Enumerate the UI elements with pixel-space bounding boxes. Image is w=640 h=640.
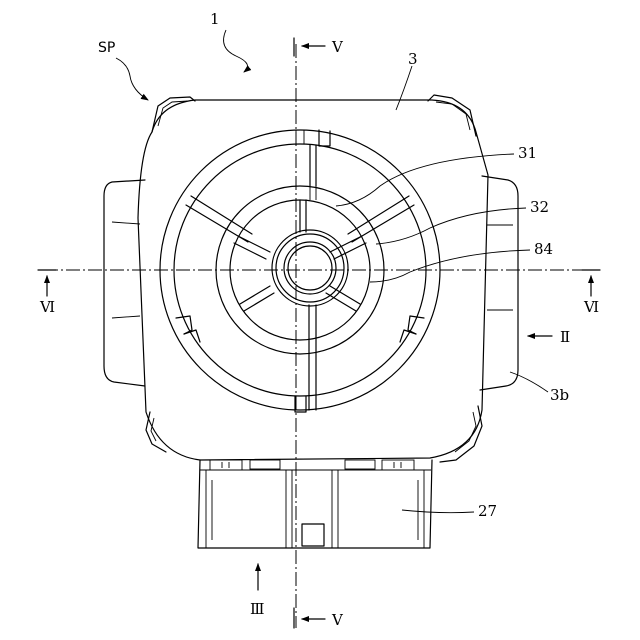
ref-3b-label: 3b bbox=[550, 386, 569, 404]
assembly-label: 1 bbox=[210, 10, 220, 28]
outer-ring bbox=[160, 130, 440, 412]
section-v-bottom-label: V bbox=[331, 611, 344, 629]
view-arrow-ii: Ⅱ bbox=[528, 328, 570, 346]
ref-27-label: 27 bbox=[478, 502, 497, 520]
view-ii-label: Ⅱ bbox=[560, 328, 570, 346]
spokes bbox=[186, 145, 414, 410]
central-hub bbox=[272, 230, 348, 306]
section-v-top-label: V bbox=[331, 38, 344, 56]
connector-block bbox=[198, 460, 432, 548]
section-marker-vi-right: Ⅵ bbox=[582, 270, 600, 316]
ref-3-label: 3 bbox=[408, 50, 418, 68]
ref-84-label: 84 bbox=[534, 240, 553, 258]
sp-label: SP bbox=[98, 40, 115, 56]
view-arrow-iii: Ⅲ bbox=[250, 564, 264, 618]
corner-clips bbox=[146, 95, 482, 462]
section-marker-v-top: V bbox=[294, 38, 344, 56]
ref-32-label: 32 bbox=[530, 198, 549, 216]
section-marker-v-bottom: V bbox=[294, 608, 344, 629]
left-side-lug bbox=[104, 180, 145, 386]
ref-31-label: 31 bbox=[518, 144, 537, 162]
housing-body bbox=[138, 100, 488, 460]
section-vi-right-label: Ⅵ bbox=[583, 298, 599, 316]
section-marker-vi-left: Ⅵ bbox=[38, 270, 56, 316]
ring-notches bbox=[176, 316, 424, 342]
section-vi-left-label: Ⅵ bbox=[39, 298, 55, 316]
view-iii-label: Ⅲ bbox=[250, 600, 264, 618]
